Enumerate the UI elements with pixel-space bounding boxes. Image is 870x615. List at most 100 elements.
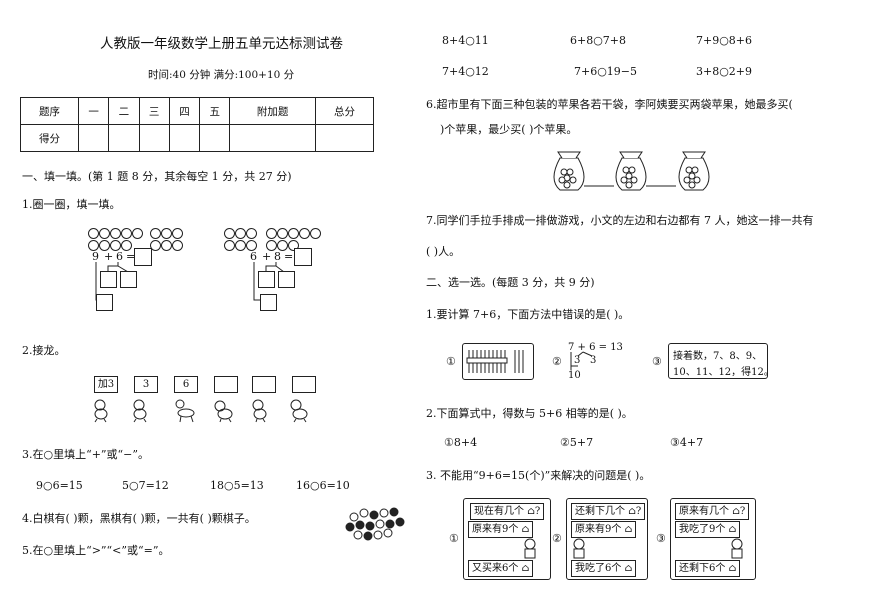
q1-split-box-1a[interactable]: [100, 271, 117, 288]
c1-option-2-ten: 10: [568, 370, 581, 381]
compare-r1-2[interactable]: 6+8○7+8: [570, 34, 627, 47]
compare-r1-1[interactable]: 8+4○11: [442, 34, 489, 47]
c3-card-2-bot: 我吃了6个 ⌂: [571, 560, 637, 577]
section-1-heading: 一、填一填。(第 1 题 8 分，其余每空 1 分，共 27 分): [22, 170, 292, 183]
chain-bubble-6[interactable]: [292, 376, 316, 393]
score-header-2: 二: [108, 97, 140, 125]
c1-option-3-mark[interactable]: ③: [652, 355, 662, 368]
c2-option-3[interactable]: ③4+7: [670, 436, 704, 449]
c1-option-2-mark[interactable]: ②: [552, 355, 562, 368]
c3-card-3-bot-text: 还剩下6个: [679, 563, 726, 574]
question-4: 4.白棋有( )颗，黑棋有( )颗，一共有( )颗棋子。: [22, 512, 256, 525]
q1-split-box-2a[interactable]: [258, 271, 275, 288]
q1-eq1-op: +: [104, 250, 114, 263]
c1-option-3-text-1: 接着数，7、8、9、: [673, 351, 763, 362]
question-7-line2: ( )人。: [426, 245, 461, 258]
c3-card-2: 还剩下几个 ⌂? 原来有9个 ⌂ 我吃了6个 ⌂: [566, 498, 648, 580]
score-cell[interactable]: [108, 124, 140, 152]
question-6-line1: 6.超市里有下面三种包装的苹果各若干袋，李阿姨要买两袋苹果，她最多买(: [426, 98, 793, 111]
section-2-heading: 二、选一选。(每题 3 分，共 9 分): [426, 276, 595, 289]
chain-bubble-5[interactable]: [252, 376, 276, 393]
chain-bubble-3[interactable]: 6: [174, 376, 198, 393]
c2-option-1[interactable]: ①8+4: [444, 436, 478, 449]
c3-card-3-bot: 还剩下6个 ⌂: [675, 560, 741, 577]
choice-2: 2.下面算式中，得数与 5+6 相等的是( )。: [426, 407, 633, 420]
c3-card-2-mid: 原来有9个 ⌂: [571, 521, 637, 538]
child-icon: [573, 538, 585, 559]
c1-option-1-mark[interactable]: ①: [446, 355, 456, 368]
q1-result-box-1[interactable]: [96, 294, 113, 311]
q3-item-4[interactable]: 16○6=10: [296, 479, 350, 492]
c3-option-2-mark[interactable]: ②: [552, 532, 562, 545]
q1-split-box-1b[interactable]: [120, 271, 137, 288]
q1-eq2-b: 8: [274, 250, 281, 263]
score-cell[interactable]: [199, 124, 231, 152]
score-header-3: 三: [138, 97, 170, 125]
c1-option-2-equation: 7 + 6 = 13: [568, 342, 623, 353]
hat-icon: ⌂: [624, 524, 633, 535]
score-cell[interactable]: [229, 124, 316, 152]
c3-card-3: 原来有几个 ⌂? 我吃了9个 ⌂ 还剩下6个 ⌂: [670, 498, 756, 580]
compare-r2-3[interactable]: 3+8○2+9: [696, 65, 753, 78]
q3-item-3[interactable]: 18○5=13: [210, 479, 264, 492]
animal-icons-row: [94, 399, 308, 423]
c3-card-1-bot: 又买来6个 ⌂: [468, 560, 534, 577]
chain-bubble-2[interactable]: 3: [134, 376, 158, 393]
c1-option-2-split-a: 3: [574, 355, 581, 366]
q3-item-2[interactable]: 5○7=12: [122, 479, 169, 492]
score-cell[interactable]: [77, 124, 110, 152]
hat-icon: ⌂: [728, 563, 737, 574]
chain-bubble-1[interactable]: 加3: [94, 376, 118, 393]
c3-card-1-bot-text: 又买来6个: [472, 563, 519, 574]
c2-option-2[interactable]: ②5+7: [560, 436, 594, 449]
q1-eq1-a: 9: [92, 250, 99, 263]
q3-item-1[interactable]: 9○6=15: [36, 479, 83, 492]
q1-eq1-b: 6: [116, 250, 123, 263]
c1-option-3-text-2: 10、11、12，得12。: [673, 367, 774, 378]
chess-pieces-figure: [345, 507, 405, 541]
q1-eq2-eq: =: [284, 250, 294, 263]
score-cell[interactable]: [314, 124, 375, 152]
question-6-line2: )个苹果，最少买( )个苹果。: [440, 123, 578, 136]
c3-card-1-top: 现在有几个 ⌂?: [470, 503, 545, 520]
c1-option-3-box: 接着数，7、8、9、 10、11、12，得12。: [668, 343, 774, 379]
q1-eq2-a: 6: [250, 250, 257, 263]
c1-option-2-split-lines: [570, 351, 593, 370]
c3-card-1-mid-text: 原来有9个: [472, 524, 519, 535]
q1-circles-right: [224, 228, 264, 252]
c3-card-3-mid: 我吃了9个 ⌂: [675, 521, 741, 538]
c3-card-1-top-text: 现在有几个: [474, 506, 524, 517]
hat-icon: ⌂: [732, 506, 740, 517]
compare-r2-2[interactable]: 7+6○19−5: [574, 65, 638, 78]
c3-card-3-top: 原来有几个 ⌂?: [675, 503, 750, 520]
question-3: 3.在○里填上“+”或“−”。: [22, 448, 150, 461]
q1-split-box-2b[interactable]: [278, 271, 295, 288]
c3-option-3-mark[interactable]: ③: [656, 532, 666, 545]
c3-option-1-mark[interactable]: ①: [449, 532, 459, 545]
q1-answer-box-2[interactable]: [294, 248, 312, 266]
compare-r2-1[interactable]: 7+4○12: [442, 65, 489, 78]
score-header-1: 一: [77, 97, 110, 125]
c3-card-3-mid-text: 我吃了9个: [679, 524, 726, 535]
chain-bubble-4[interactable]: [214, 376, 238, 393]
score-cell[interactable]: [138, 124, 170, 152]
hat-icon: ⌂: [728, 524, 737, 535]
child-icon: [731, 538, 743, 559]
hat-icon: ⌂: [527, 506, 535, 517]
hat-icon: ⌂: [521, 563, 530, 574]
c1-sticks-figure: [462, 343, 534, 380]
compare-r1-3[interactable]: 7+9○8+6: [696, 34, 753, 47]
q1-circles-right-2: [266, 228, 330, 252]
choice-3: 3. 不能用“9+6=15(个)”来解决的问题是( )。: [426, 469, 651, 482]
hat-icon: ⌂: [628, 506, 636, 517]
score-cell[interactable]: [168, 124, 201, 152]
c3-card-3-top-text: 原来有几个: [679, 506, 729, 517]
q1-result-box-2[interactable]: [260, 294, 277, 311]
c3-card-2-top: 还剩下几个 ⌂?: [571, 503, 646, 520]
score-header-7: 总分: [314, 97, 375, 125]
c1-option-2-split-b: 3: [590, 355, 597, 366]
sticks-icon: [466, 350, 524, 373]
hat-icon: ⌂: [624, 563, 633, 574]
c3-card-1-mid: 原来有9个 ⌂: [468, 521, 534, 538]
q1-answer-box-1[interactable]: [134, 248, 152, 266]
